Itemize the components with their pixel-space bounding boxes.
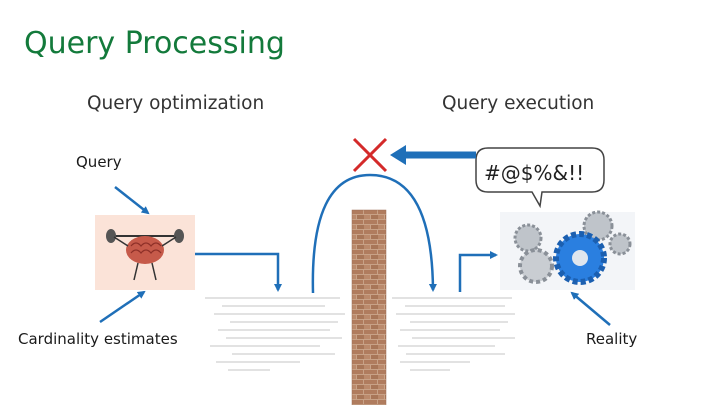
- arc-arrow: [311, 173, 437, 294]
- feedback-arrow-head: [390, 145, 406, 165]
- execution-arrow: [458, 251, 498, 292]
- reality-label: Reality: [586, 330, 638, 348]
- red-cross-icon: [352, 137, 388, 173]
- speech-bubble-icon: #@$%&!!: [475, 147, 605, 209]
- reality-arrow: [570, 291, 611, 326]
- query-label: Query: [76, 153, 122, 171]
- brick-wall-icon: [351, 209, 387, 405]
- right-plan-tree: [392, 297, 515, 371]
- cardinality-label: Cardinality estimates: [18, 330, 178, 348]
- execution-heading: Query execution: [442, 93, 595, 114]
- plan-arrow: [195, 252, 282, 292]
- optimization-heading: Query optimization: [87, 93, 265, 114]
- svg-text:#@$%&!!: #@$%&!!: [484, 161, 584, 185]
- slide-title: Query Processing: [24, 26, 285, 61]
- query-arrow: [114, 186, 150, 215]
- brain-weightlifter-icon: [95, 215, 195, 290]
- cardinality-arrow: [99, 290, 146, 324]
- left-plan-tree: [205, 297, 345, 371]
- gears-icon: [500, 210, 635, 290]
